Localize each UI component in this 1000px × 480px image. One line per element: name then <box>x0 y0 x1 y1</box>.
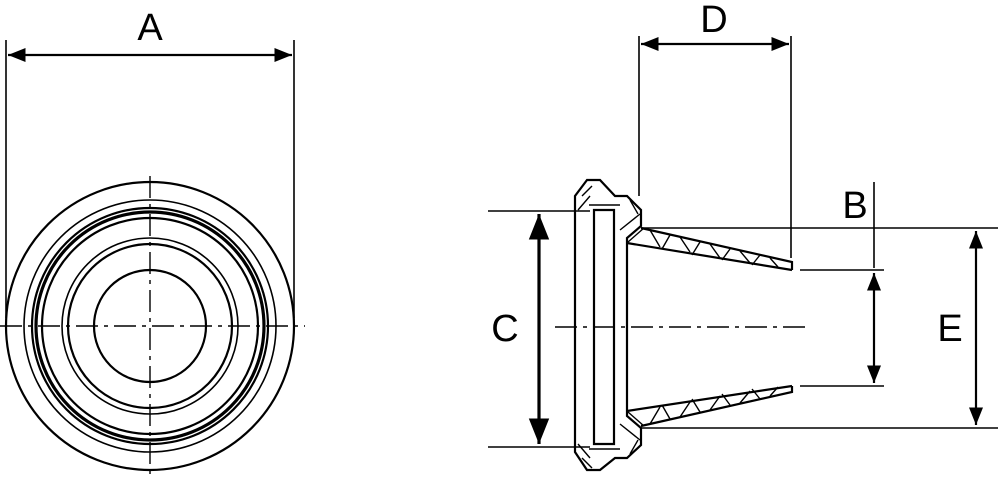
front-view <box>0 176 305 476</box>
cone-outer-bottom <box>640 386 794 428</box>
dim-e-label: E <box>937 308 962 350</box>
dim-d-label: D <box>700 0 727 41</box>
flange-groove <box>592 208 616 446</box>
hatch-top <box>577 185 779 268</box>
bore-circle <box>92 268 208 384</box>
groove-inner-circle <box>40 216 260 436</box>
dimension-d: D <box>638 0 792 258</box>
groove-circle <box>34 210 266 442</box>
cone-inner-bottom <box>626 384 793 413</box>
cone-outer-top <box>640 226 794 270</box>
dim-b-label: B <box>842 185 867 227</box>
dimension-c: C <box>488 210 590 448</box>
dim-c-label: C <box>491 308 518 350</box>
dimension-e: E <box>641 227 998 429</box>
dimension-a: A <box>5 7 295 318</box>
cone-inner-top <box>626 241 793 272</box>
dimension-b: B <box>800 182 884 387</box>
flange-profile <box>573 178 643 472</box>
dim-a-label: A <box>137 7 163 49</box>
side-section-view <box>555 178 810 472</box>
